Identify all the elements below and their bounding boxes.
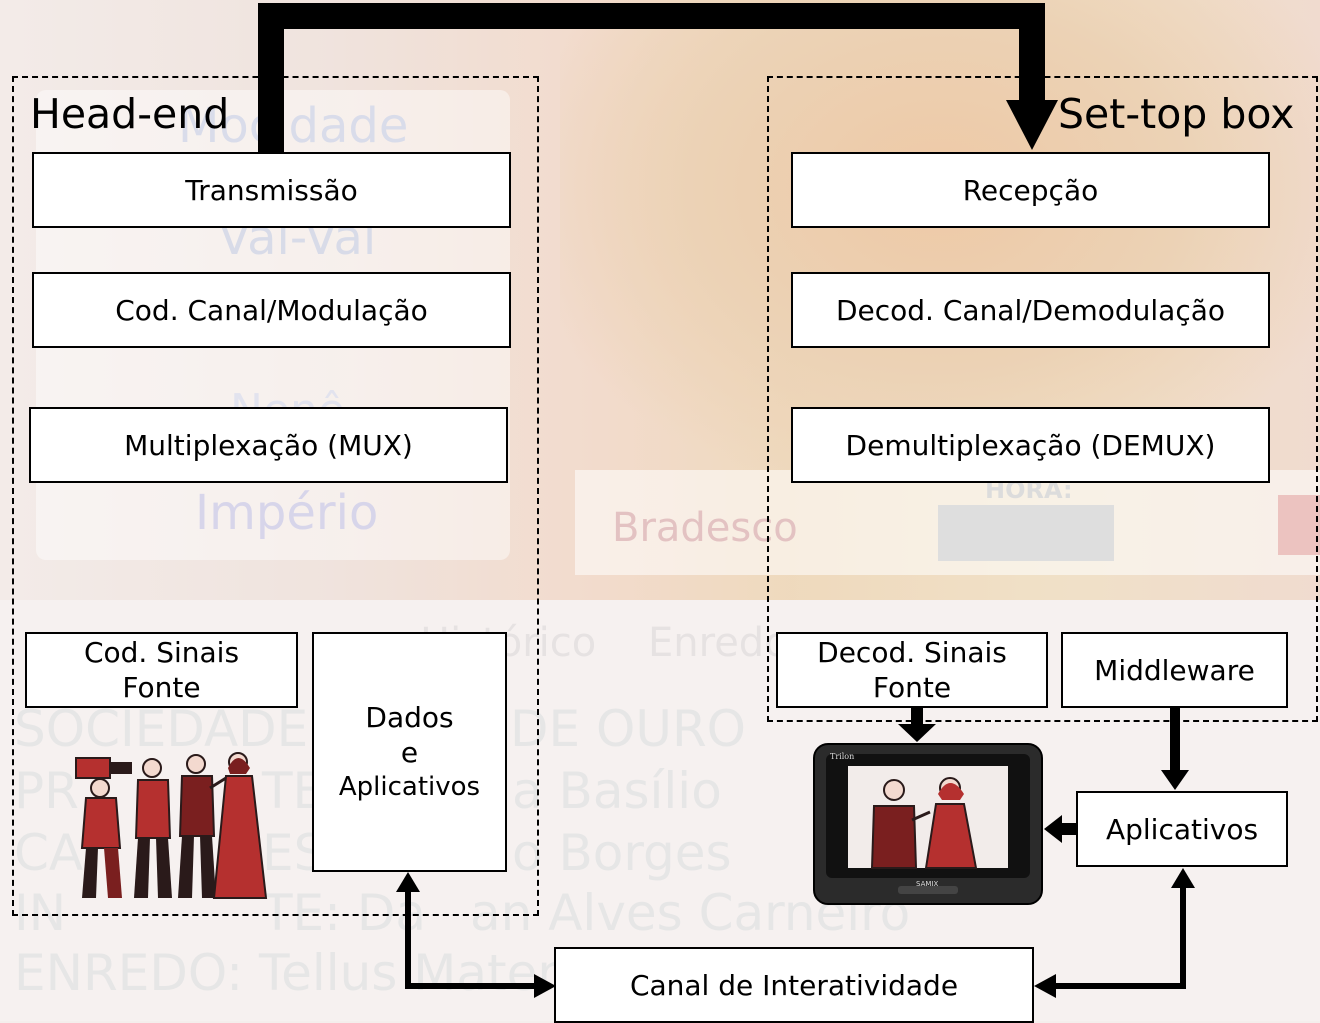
middleware-label: Middleware: [1094, 653, 1255, 687]
background-text: DE OURO: [510, 700, 747, 758]
source-coding-label-line1: Cod. Sinais: [83, 636, 240, 669]
demultiplexing-label: Demultiplexação (DEMUX): [845, 428, 1216, 462]
head-end-title: Head-end: [30, 90, 230, 138]
reception-block: Recepção: [791, 152, 1270, 228]
tv-brand-label: Trilon: [830, 752, 855, 761]
data-label-line3: Aplicativos: [338, 771, 481, 802]
source-decoding-block: Decod. Sinais Fonte: [776, 632, 1048, 708]
background-text: TE: Da: [262, 884, 427, 942]
background-text: Bradesco: [612, 505, 798, 551]
channel-decoding-block: Decod. Canal/Demodulação: [791, 272, 1270, 348]
data-label-line1: Dados: [365, 700, 454, 734]
apps-to-channel-arrowhead-left: [1034, 974, 1056, 998]
background-text: a Basílio: [512, 762, 722, 820]
background-glow: [560, 0, 1320, 470]
reception-label: Recepção: [962, 173, 1099, 207]
background-text: SOCIEDADE: [14, 700, 309, 758]
middleware-block: Middleware: [1061, 632, 1288, 708]
interactivity-channel-label: Canal de Interatividade: [629, 968, 959, 1002]
data-to-channel-arrowhead-right: [534, 974, 556, 998]
background-text: ENREDO: Tellus Mater: [14, 944, 558, 1002]
applications-block: Aplicativos: [1076, 791, 1288, 867]
channel-coding-label: Cod. Canal/Modulação: [115, 293, 428, 327]
multiplexing-block: Multiplexação (MUX): [29, 407, 508, 483]
background-text: Império: [195, 485, 379, 541]
data-to-channel-line: [405, 890, 536, 989]
background-text: CA: [14, 824, 84, 882]
background-text: PR: [14, 762, 79, 820]
source-decoding-label-line2: Fonte: [872, 671, 952, 704]
background-text: o Borges: [512, 824, 732, 882]
interactivity-channel-block: Canal de Interatividade: [554, 947, 1034, 1023]
channel-decoding-label: Decod. Canal/Demodulação: [835, 293, 1226, 327]
data-label-line2: e: [400, 735, 419, 769]
applications-label: Aplicativos: [1105, 812, 1259, 846]
background-clock-box: [938, 505, 1114, 561]
television-icon: [813, 743, 1043, 905]
transmission-link: [258, 3, 1045, 152]
transmission-block: Transmissão: [32, 152, 511, 228]
television-illustration: Trilon SAMIX: [812, 742, 1044, 907]
set-top-box-title: Set-top box: [1058, 90, 1295, 138]
source-coding-block: Cod. Sinais Fonte: [25, 632, 298, 708]
transmission-link-arrowhead: [1006, 100, 1058, 150]
channel-coding-block: Cod. Canal/Modulação: [32, 272, 511, 348]
camera-crew-illustration: [75, 752, 268, 899]
apps-to-tv-arrowhead: [1044, 815, 1062, 843]
transmission-label: Transmissão: [185, 173, 358, 207]
multiplexing-label: Multiplexação (MUX): [124, 428, 413, 462]
background-text: Enredo: [648, 620, 789, 666]
demultiplexing-block: Demultiplexação (DEMUX): [791, 407, 1270, 483]
source-decoding-label-line1: Decod. Sinais: [817, 636, 1007, 669]
source-coding-label-line2: Fonte: [122, 671, 201, 704]
apps-to-channel-line: [1054, 886, 1186, 989]
apps-to-channel-arrowhead-up: [1171, 868, 1195, 888]
data-to-channel-arrowhead-up: [396, 872, 420, 892]
data-applications-block: Dados e Aplicativos: [312, 632, 507, 872]
tv-model-label: SAMIX: [916, 880, 939, 888]
background-text: IN: [14, 884, 67, 942]
background-red-tag: [1278, 495, 1320, 555]
decoder-to-tv-arrowhead: [898, 724, 936, 742]
background-text: Mocidade: [178, 98, 409, 154]
middleware-to-apps-arrowhead: [1161, 770, 1189, 790]
